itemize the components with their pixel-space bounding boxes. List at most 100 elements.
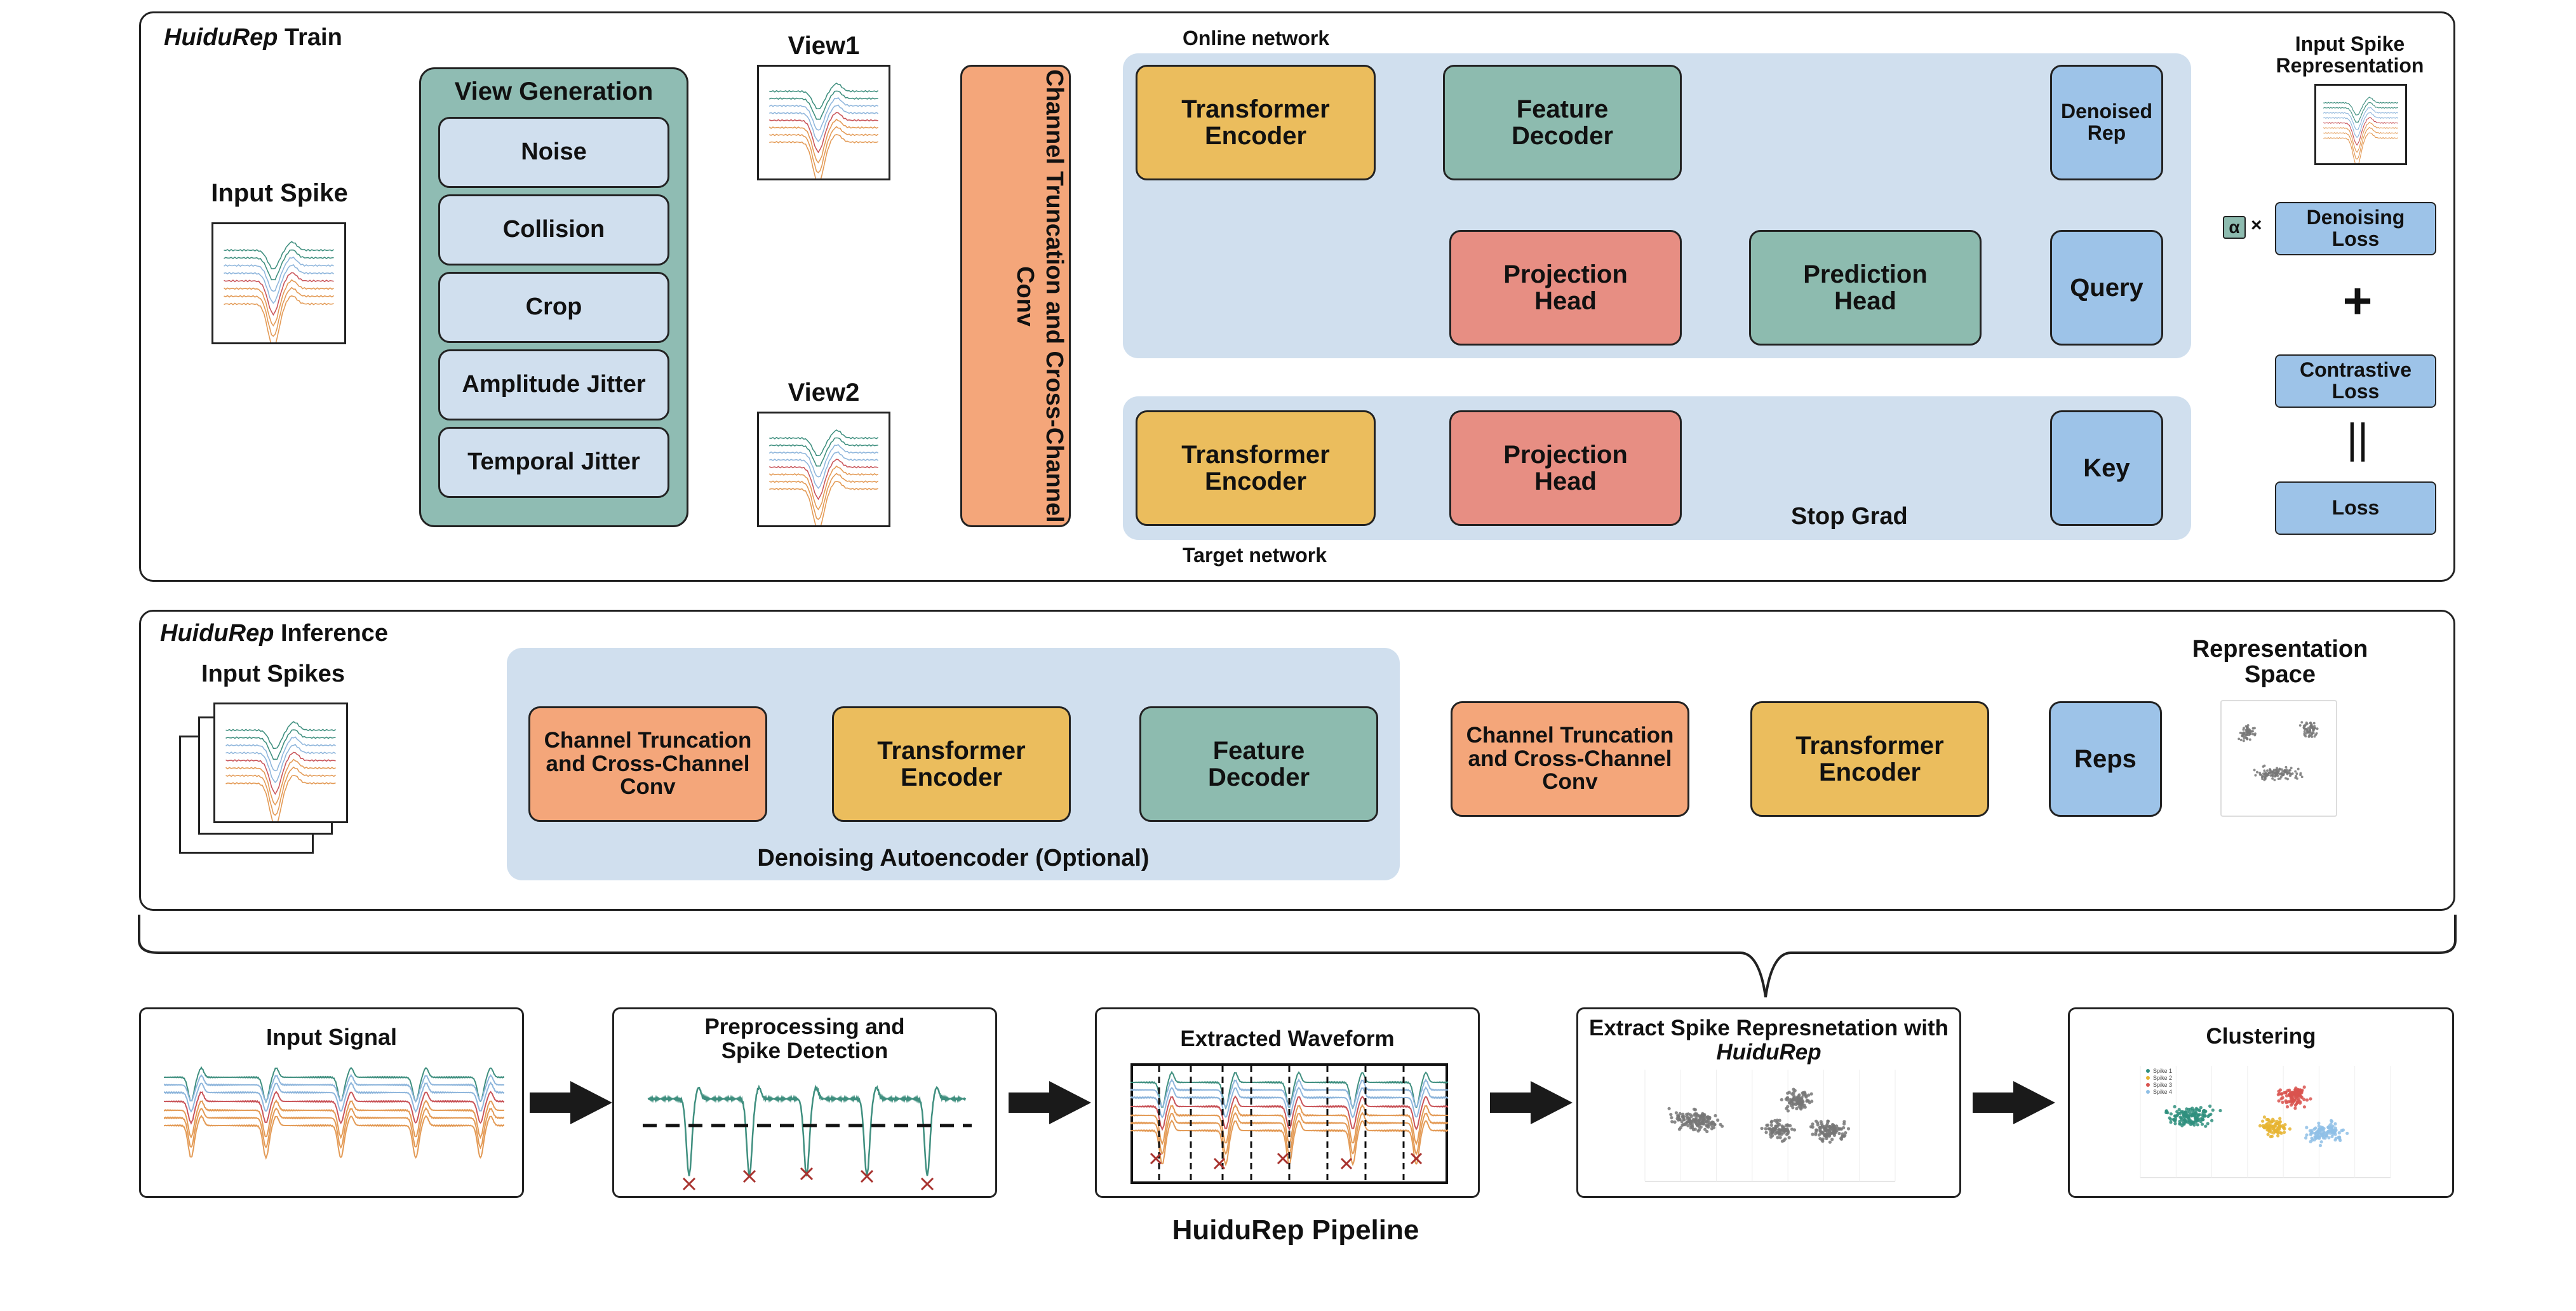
pipeline-clustering	[2068, 1007, 2454, 1198]
scatter-point	[2281, 1100, 2284, 1104]
scatter-point	[1788, 1098, 1792, 1101]
waveform-trace	[2323, 132, 2398, 163]
scatter-point	[1819, 1120, 1823, 1124]
scatter-point	[1694, 1120, 1698, 1124]
train-title-rest: Train	[278, 24, 342, 51]
input-signal-label: Input Signal	[266, 1024, 397, 1050]
scatter-point	[2309, 730, 2312, 733]
scatter-point	[2179, 1110, 2184, 1113]
scatter-point	[2206, 1122, 2210, 1126]
scatter-point	[2281, 774, 2284, 777]
scatter-point	[1786, 1098, 1790, 1102]
view1-label: View1	[788, 32, 860, 60]
scatter-point	[2295, 772, 2298, 776]
waveform-trace	[225, 751, 336, 795]
scatter-point	[1783, 1129, 1787, 1133]
scatter-point	[1676, 1114, 1680, 1118]
spike-detection-trace	[643, 1084, 972, 1191]
channel-conv-train-text: Channel Truncation and Cross-Channel Con…	[1012, 69, 1068, 523]
scatter-point	[2317, 1121, 2321, 1125]
scatter-point	[2278, 1117, 2282, 1120]
target-projection-head: Projection Head	[1449, 410, 1682, 526]
scatter-point	[2326, 1126, 2330, 1129]
scatter-point	[2286, 1100, 2290, 1104]
inf-transformer-encoder-1: Transformer Encoder	[832, 706, 1071, 822]
scatter-point	[2308, 734, 2311, 737]
waveform-trace	[224, 256, 334, 292]
pipeline-arrow-2	[1009, 1081, 1091, 1124]
signal-trace	[1130, 1070, 1448, 1110]
total-loss: Loss	[2275, 481, 2436, 535]
scatter-point	[2175, 1110, 2179, 1113]
input-spikes-stack-1	[213, 703, 348, 823]
waveform-spike-mark	[1410, 1152, 1423, 1165]
scatter-point	[2340, 1129, 2344, 1133]
inf-channel-conv-2: Channel Truncation and Cross-Channel Con…	[1451, 701, 1689, 817]
extract-representation-scatter	[1644, 1070, 1896, 1182]
preprocessing-label: Preprocessing and Spike Detection	[704, 1014, 905, 1063]
scatter-point	[2309, 721, 2312, 724]
scatter-point	[1802, 1091, 1806, 1094]
input-spike-representation-label: Input Spike Representation	[2276, 32, 2424, 77]
input-spike-representation-waveform	[2323, 97, 2399, 163]
equals-sign: ||	[2346, 415, 2369, 462]
scatter-point	[2302, 1098, 2306, 1101]
view2-waveform	[768, 429, 879, 525]
scatter-point	[1781, 1126, 1785, 1129]
scatter-point	[1712, 1126, 1716, 1129]
scatter-point	[2178, 1122, 2182, 1126]
scatter-point	[1691, 1124, 1694, 1128]
extract-representation-prefix: Extract Spike Represnetation with	[1589, 1016, 1949, 1040]
scatter-point	[2278, 1131, 2282, 1134]
scatter-point	[2256, 770, 2258, 774]
signal-trace	[164, 1106, 504, 1150]
scatter-point	[2302, 1105, 2306, 1109]
scatter-point	[2302, 724, 2305, 727]
scatter-point	[2203, 1110, 2207, 1113]
scatter-point	[2267, 1127, 2271, 1131]
scatter-point	[2242, 739, 2245, 743]
scatter-point	[2258, 1124, 2262, 1127]
scatter-point	[1782, 1139, 1786, 1143]
scatter-point	[2316, 727, 2319, 730]
scatter-point	[2253, 769, 2256, 772]
scatter-point	[2263, 769, 2266, 772]
signal-trace	[1130, 1086, 1448, 1119]
scatter-point	[1721, 1124, 1724, 1128]
detected-spike-mark	[800, 1167, 814, 1181]
scatter-point	[2309, 1131, 2313, 1135]
scatter-point	[1714, 1113, 1717, 1118]
scatter-point	[1678, 1112, 1682, 1115]
scatter-point	[1679, 1126, 1682, 1129]
scatter-point	[1680, 1114, 1684, 1119]
scatter-point	[2305, 722, 2309, 725]
scatter-point	[1766, 1123, 1770, 1127]
scatter-point	[2269, 1125, 2273, 1129]
scatter-point	[2303, 730, 2306, 733]
scatter-point	[2261, 1124, 2265, 1127]
scatter-point	[1792, 1103, 1795, 1106]
waveform-trace	[769, 82, 879, 110]
waveform-trace	[769, 429, 879, 457]
augmentation-crop: Crop	[438, 272, 669, 343]
waveform-trace	[769, 473, 879, 520]
signal-trace	[164, 1099, 504, 1140]
waveform-trace	[768, 97, 879, 131]
scatter-point	[2203, 1114, 2207, 1118]
scatter-point	[2269, 1120, 2272, 1124]
representation-space-label: Representation Space	[2192, 636, 2368, 688]
scatter-point	[2326, 1129, 2330, 1133]
online-projection-head: Projection Head	[1449, 230, 1682, 346]
scatter-point	[2274, 774, 2277, 777]
legend-label: Spike 4	[2153, 1089, 2172, 1095]
stop-grad-label: Stop Grad	[1791, 503, 1908, 530]
scatter-point	[2311, 732, 2314, 736]
scatter-point	[2283, 1123, 2287, 1127]
scatter-point	[1792, 1128, 1797, 1132]
scatter-point	[2294, 1091, 2298, 1095]
pipeline-title: HuiduRep Pipeline	[1172, 1214, 1419, 1246]
scatter-point	[2180, 1116, 2184, 1120]
scatter-point	[1680, 1120, 1684, 1124]
signal-trace	[164, 1066, 504, 1104]
